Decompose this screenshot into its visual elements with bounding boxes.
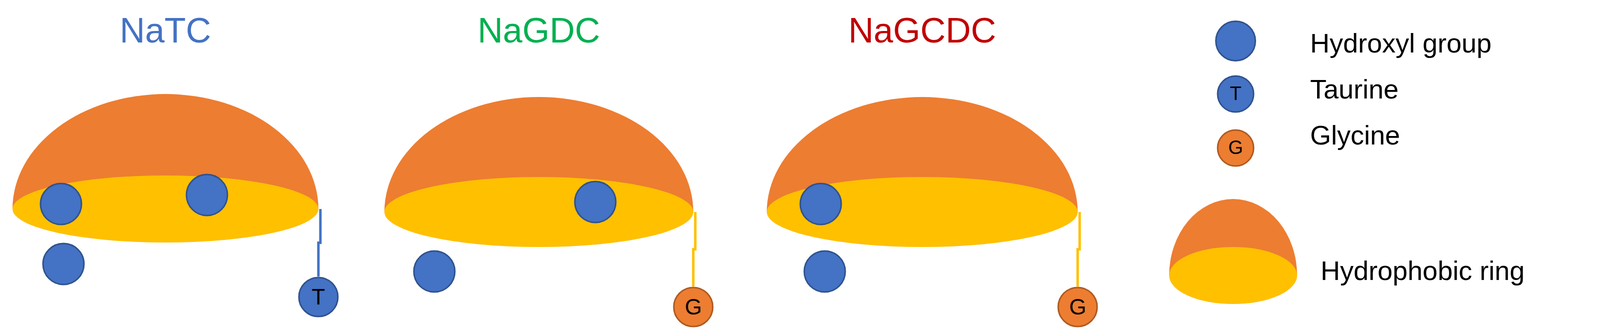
bile-salt-molecule: NaGDC bbox=[381, 10, 696, 300]
legend-text: Hydroxyl group bbox=[1310, 27, 1492, 59]
hydrophobic-ring bbox=[764, 96, 1081, 300]
taurine-legend-symbol bbox=[1217, 75, 1254, 112]
conjugate-link bbox=[318, 208, 321, 277]
conjugate-letter: G bbox=[1069, 294, 1087, 319]
legend-text: Hydrophobic ring bbox=[1320, 254, 1525, 286]
molecule-name: NaTC bbox=[9, 10, 321, 51]
glycine-legend-symbol bbox=[1217, 129, 1254, 166]
conjugate-link bbox=[1077, 211, 1080, 287]
legend-text: Glycine bbox=[1310, 119, 1401, 151]
hydroxyl-group bbox=[186, 174, 228, 216]
hydroxyl-group bbox=[42, 243, 84, 285]
hydroxyl-group bbox=[40, 183, 82, 225]
molecule-name: NaGDC bbox=[381, 10, 696, 51]
legend-symbol-letter: G bbox=[1228, 137, 1244, 159]
bile-salt-molecule: NaGCDC bbox=[764, 10, 1081, 300]
conjugate-link bbox=[693, 211, 696, 287]
conjugate-circle: G bbox=[1057, 286, 1099, 328]
hydrophobic-ring bbox=[9, 93, 321, 300]
conjugate-letter: G bbox=[684, 294, 702, 319]
legend-symbol-letter: T bbox=[1229, 83, 1242, 105]
hydroxyl-group bbox=[413, 250, 455, 292]
conjugate-circle: G bbox=[672, 286, 714, 328]
molecule-name: NaGCDC bbox=[764, 10, 1081, 51]
hydroxyl-group bbox=[574, 181, 616, 223]
hydrophobic-ring bbox=[381, 96, 696, 300]
legend-swatch bbox=[1215, 20, 1257, 62]
bile-salt-molecule: NaTC bbox=[9, 10, 321, 300]
legend-text: Taurine bbox=[1310, 73, 1399, 105]
hydroxyl-group bbox=[800, 183, 842, 225]
conjugate-circle: T bbox=[297, 276, 339, 318]
conjugate-letter: T bbox=[311, 284, 326, 309]
hydroxyl-group bbox=[804, 250, 846, 292]
hydrophobic-ring-symbol bbox=[1169, 198, 1298, 304]
